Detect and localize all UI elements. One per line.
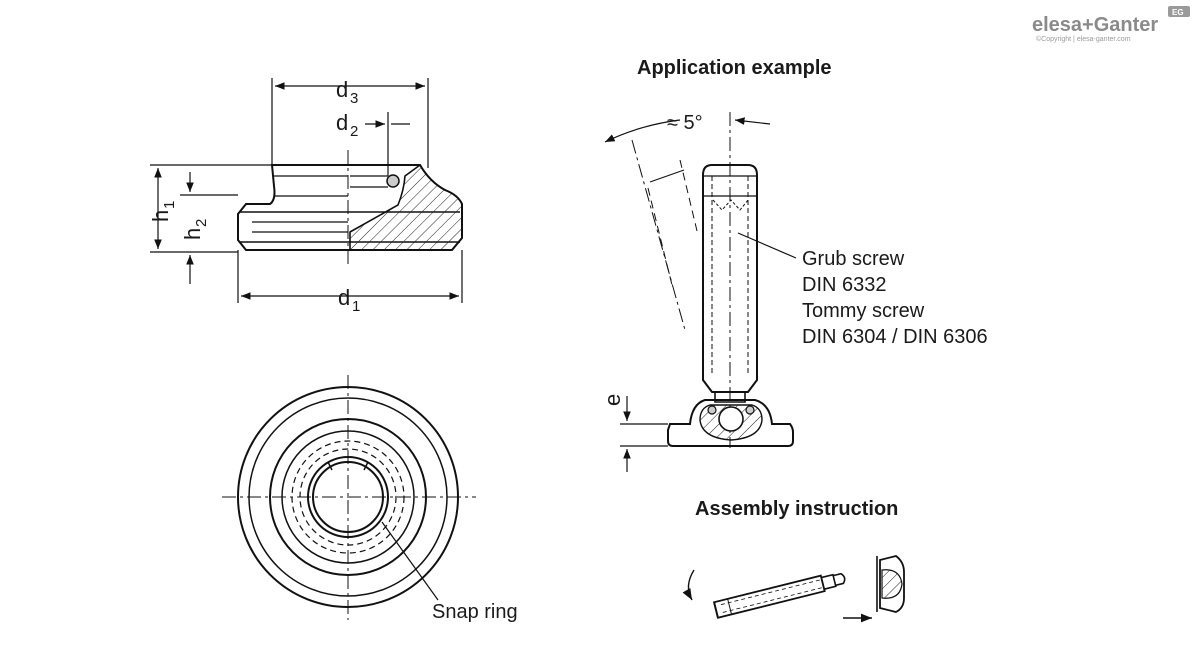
grub-screw-label: Grub screw <box>802 248 905 270</box>
assembly-heading: Assembly instruction <box>695 498 898 520</box>
copyright-text: ©Copyright | elesa-ganter.com <box>1036 35 1131 43</box>
svg-text:d: d <box>336 77 348 102</box>
snap-ring-label: Snap ring <box>432 601 518 623</box>
assembly-drawing <box>682 555 905 623</box>
snap-ring-leader: Snap ring <box>381 521 518 623</box>
svg-text:d: d <box>338 285 350 310</box>
svg-text:d: d <box>336 110 348 135</box>
svg-text:h: h <box>148 210 173 222</box>
dim-label-d3: d 3 <box>336 77 358 107</box>
logo-badge: EG <box>1172 8 1184 17</box>
angle-label: ≈ 5° <box>667 112 703 134</box>
svg-text:h: h <box>180 228 205 240</box>
brand-logo: elesa+Ganter EG ©Copyright | elesa-gante… <box>1032 6 1190 43</box>
svg-text:1: 1 <box>161 201 178 209</box>
dim-label-d1: d 1 <box>338 285 360 315</box>
dim-label-h1: h 1 <box>148 201 178 222</box>
top-view <box>222 375 476 620</box>
svg-text:3: 3 <box>350 90 358 107</box>
application-drawing <box>604 112 794 448</box>
logo-text: elesa+Ganter <box>1032 14 1158 36</box>
logo-badge-icon <box>1168 6 1190 17</box>
svg-text:1: 1 <box>352 298 360 315</box>
dim-label-e: e <box>600 394 625 406</box>
tommy-norm-label: DIN 6304 / DIN 6306 <box>802 326 988 348</box>
dim-e <box>620 396 668 472</box>
svg-text:2: 2 <box>350 123 358 140</box>
side-section-view <box>237 150 463 265</box>
tommy-screw-label: Tommy screw <box>802 300 925 322</box>
side-view-dimensions <box>150 78 463 303</box>
dim-label-d2: d 2 <box>336 110 358 140</box>
application-heading: Application example <box>637 57 832 79</box>
svg-text:2: 2 <box>193 219 210 227</box>
grub-norm-label: DIN 6332 <box>802 274 887 296</box>
screw-leader <box>737 232 797 259</box>
dim-label-h2: h 2 <box>180 219 210 240</box>
